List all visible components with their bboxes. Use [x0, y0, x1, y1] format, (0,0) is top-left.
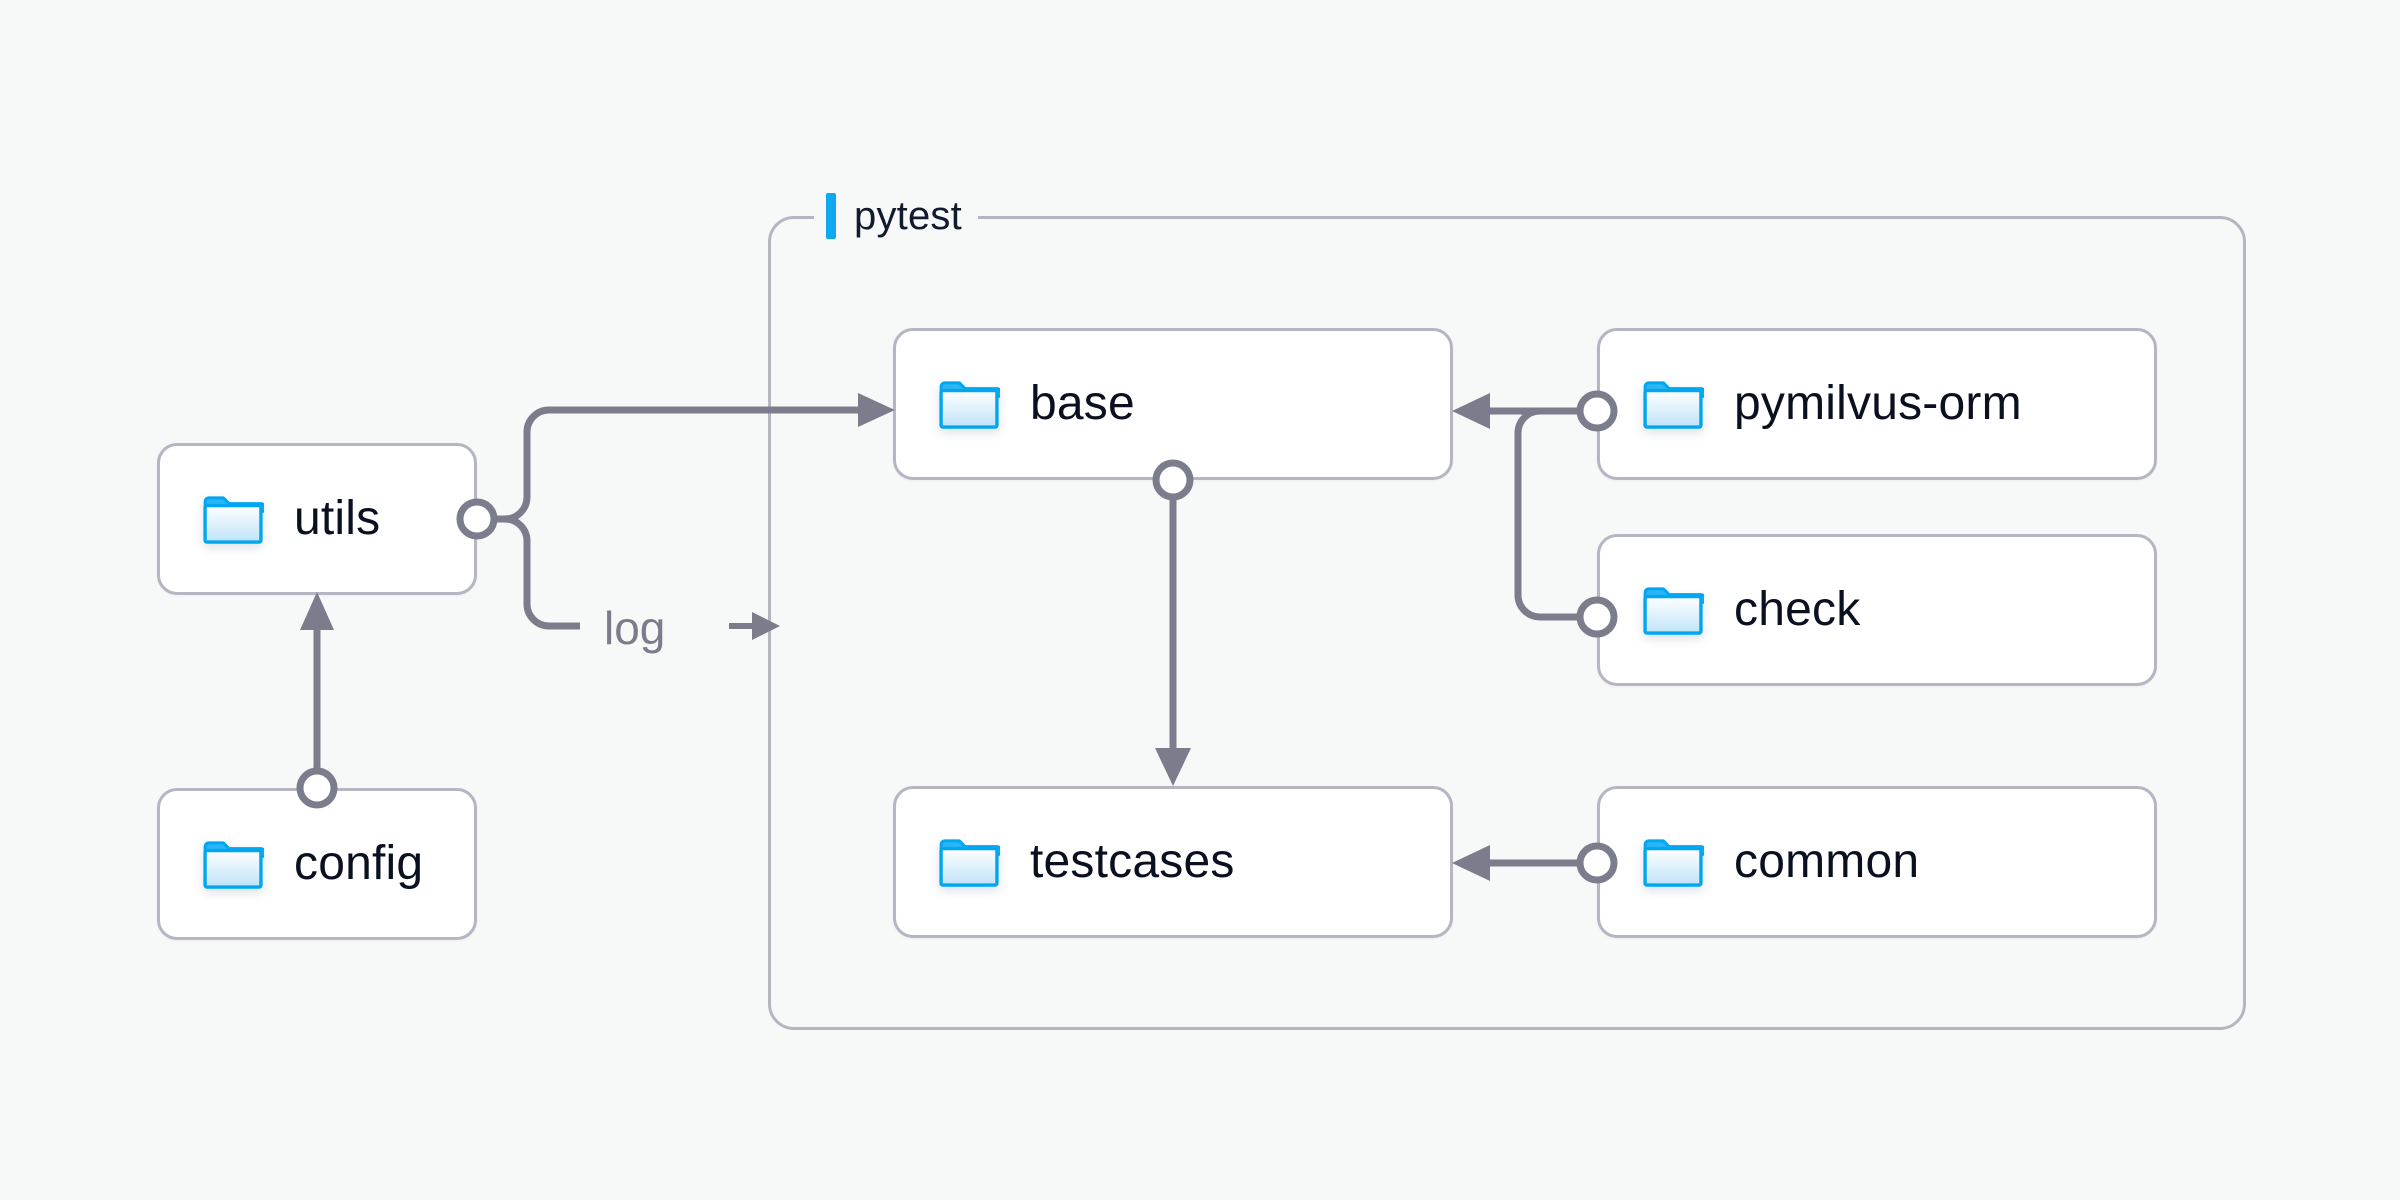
node-label: pymilvus-orm — [1734, 377, 2022, 430]
node-label: base — [1030, 377, 1135, 430]
folder-icon — [939, 381, 1000, 429]
node-utils[interactable]: utils — [157, 443, 477, 595]
edge-label-log: log — [604, 602, 665, 654]
node-label: check — [1734, 583, 1861, 636]
folder-icon — [203, 496, 264, 544]
node-config[interactable]: config — [157, 788, 477, 940]
node-testcases[interactable]: testcases — [893, 786, 1453, 938]
edge-config-to-utils — [296, 592, 338, 809]
folder-icon — [203, 841, 264, 889]
node-common[interactable]: common — [1597, 786, 2157, 938]
folder-icon — [939, 839, 1000, 887]
node-label: testcases — [1030, 835, 1235, 888]
node-label: common — [1734, 835, 1920, 888]
edge-utils-to-pytest-log: log — [456, 498, 780, 654]
node-check[interactable]: check — [1597, 534, 2157, 686]
node-base[interactable]: base — [893, 328, 1453, 480]
folder-icon — [1643, 381, 1704, 429]
group-label-pytest[interactable]: pytest — [814, 189, 978, 243]
group-title: pytest — [854, 194, 962, 238]
accent-bar-icon — [826, 193, 836, 239]
folder-icon — [1643, 587, 1704, 635]
folder-icon — [1643, 839, 1704, 887]
node-label: config — [294, 837, 424, 890]
node-pymilvus-orm[interactable]: pymilvus-orm — [1597, 328, 2157, 480]
node-label: utils — [294, 492, 381, 545]
